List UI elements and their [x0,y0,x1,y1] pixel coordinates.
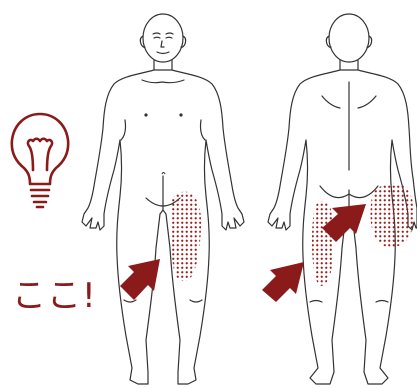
arrow-icon [262,262,304,302]
front-head [143,14,183,62]
callout-text: ここ! [12,268,97,317]
back-thigh-pain-area [312,201,333,286]
front-body-outline [82,70,244,384]
lightbulb-icon [12,114,68,207]
front-body-figure [82,14,244,384]
back-hip-pain-area [371,183,414,247]
back-head [329,14,369,62]
